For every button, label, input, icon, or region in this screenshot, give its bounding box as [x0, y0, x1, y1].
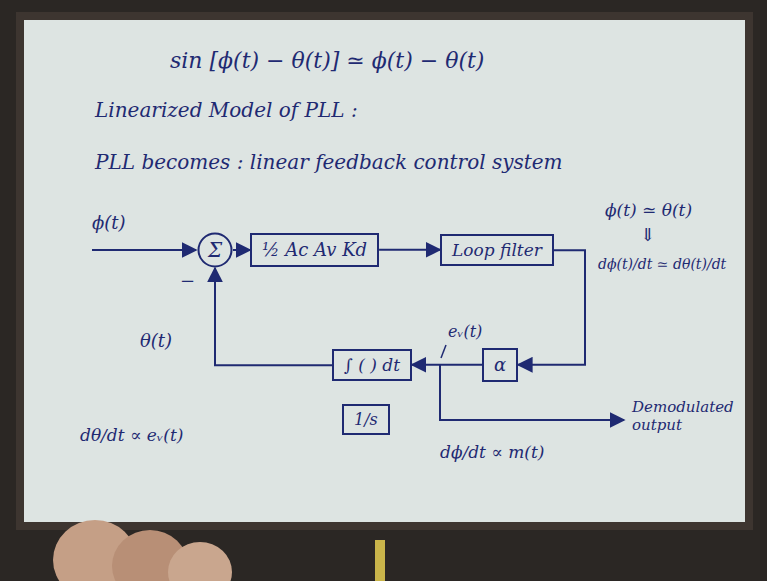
- node-text: ∫ ( ) dt: [344, 355, 400, 375]
- pen: [375, 540, 385, 581]
- leader-line: [441, 345, 446, 358]
- gain-box: ½ Ac Av Kd: [250, 233, 379, 267]
- signal-connector: [233, 249, 250, 251]
- vco-gain-box: α: [482, 348, 518, 382]
- equation: ϕ(t) ≃ θ(t): [605, 200, 692, 220]
- equation: dϕ/dt ∝ m(t): [440, 442, 544, 462]
- sign: −: [180, 270, 195, 292]
- equation: dθ/dt ∝ eᵥ(t): [80, 425, 183, 445]
- node-text: 1/s: [354, 410, 378, 429]
- implies-symbol: ⇓: [640, 224, 655, 246]
- signal-connector: [518, 250, 585, 365]
- loop-filter-box: Loop filter: [440, 234, 554, 266]
- integrator-box: ∫ ( ) dt: [332, 349, 412, 381]
- board: [24, 20, 745, 522]
- signal-name: eᵥ(t): [448, 322, 482, 341]
- signal-connector: [379, 249, 440, 251]
- output-wire: [440, 365, 624, 420]
- summing-junction: Σ: [197, 232, 233, 268]
- signal-connector: [412, 364, 482, 366]
- output-label: Demodulated output: [632, 398, 732, 434]
- equation: sin [ϕ(t) − θ(t)] ≃ ϕ(t) − θ(t): [170, 48, 484, 74]
- equation: dϕ(t)/dt ≃ dθ(t)/dt: [598, 256, 726, 273]
- input-wire: [92, 249, 196, 251]
- heading: Linearized Model of PLL :: [95, 98, 358, 122]
- signal-name: θ(t): [140, 330, 172, 352]
- node-text: Σ: [208, 238, 222, 262]
- note: PLL becomes : linear feedback control sy…: [95, 150, 563, 174]
- signal-name: ϕ(t): [92, 212, 126, 234]
- node-text: ½ Ac Av Kd: [262, 239, 367, 261]
- signal-connector: [215, 268, 332, 365]
- finger: [168, 542, 232, 581]
- transfer-box: 1/s: [342, 404, 390, 435]
- board-frame: [16, 12, 753, 530]
- node-text: Loop filter: [452, 240, 542, 260]
- node-text: α: [494, 354, 506, 376]
